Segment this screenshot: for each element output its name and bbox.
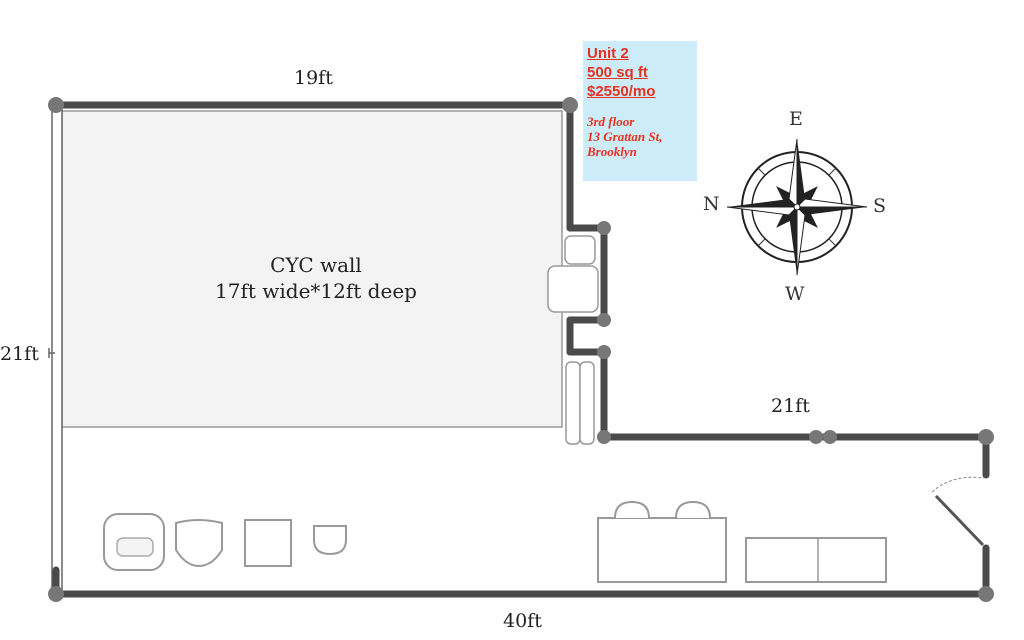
compass-north-label: N bbox=[703, 193, 720, 215]
sofa bbox=[745, 537, 887, 583]
left-height-label: 21ft bbox=[0, 343, 39, 365]
desk-chair-2 bbox=[675, 500, 711, 519]
right-section-label: 21ft bbox=[771, 395, 810, 417]
unit-street: 13 Grattan St, bbox=[587, 129, 663, 144]
unit-address: 3rd floor 13 Grattan St, Brooklyn bbox=[587, 114, 693, 159]
top-width-label: 19ft bbox=[294, 67, 333, 89]
compass-west-label: W bbox=[785, 283, 805, 305]
bench-2 bbox=[579, 361, 595, 445]
unit-floor: 3rd floor bbox=[587, 114, 635, 129]
compass-east-label: E bbox=[789, 108, 803, 130]
compass-rose bbox=[726, 138, 868, 276]
cyc-wall-area bbox=[61, 110, 563, 428]
bench-1 bbox=[565, 361, 581, 445]
left-window bbox=[51, 107, 63, 593]
entry-door-swing bbox=[931, 476, 985, 493]
tub-chair bbox=[175, 519, 223, 568]
cyc-wall-size: 17ft wide*12ft deep bbox=[215, 279, 417, 303]
wall-joints bbox=[48, 97, 994, 602]
desk-chair-1 bbox=[614, 500, 650, 519]
cyc-wall-text: CYC wall 17ft wide*12ft deep bbox=[160, 252, 472, 304]
unit-area: 500 sq ft bbox=[587, 64, 648, 81]
unit-info-box: Unit 2 500 sq ft $2550/mo 3rd floor 13 G… bbox=[583, 41, 697, 181]
cyc-wall-name: CYC wall bbox=[270, 253, 362, 277]
closet-door bbox=[564, 235, 596, 265]
armchair-seat bbox=[116, 537, 154, 557]
side-chair bbox=[244, 519, 292, 567]
cabinet bbox=[547, 265, 599, 313]
small-stool bbox=[313, 525, 347, 556]
unit-rent: $2550/mo bbox=[587, 83, 656, 100]
compass-south-label: S bbox=[873, 195, 887, 217]
unit-name: Unit 2 bbox=[587, 45, 629, 62]
bottom-width-label: 40ft bbox=[503, 610, 542, 632]
desk bbox=[597, 517, 727, 583]
unit-city: Brooklyn bbox=[587, 144, 637, 159]
entry-door bbox=[934, 494, 985, 547]
